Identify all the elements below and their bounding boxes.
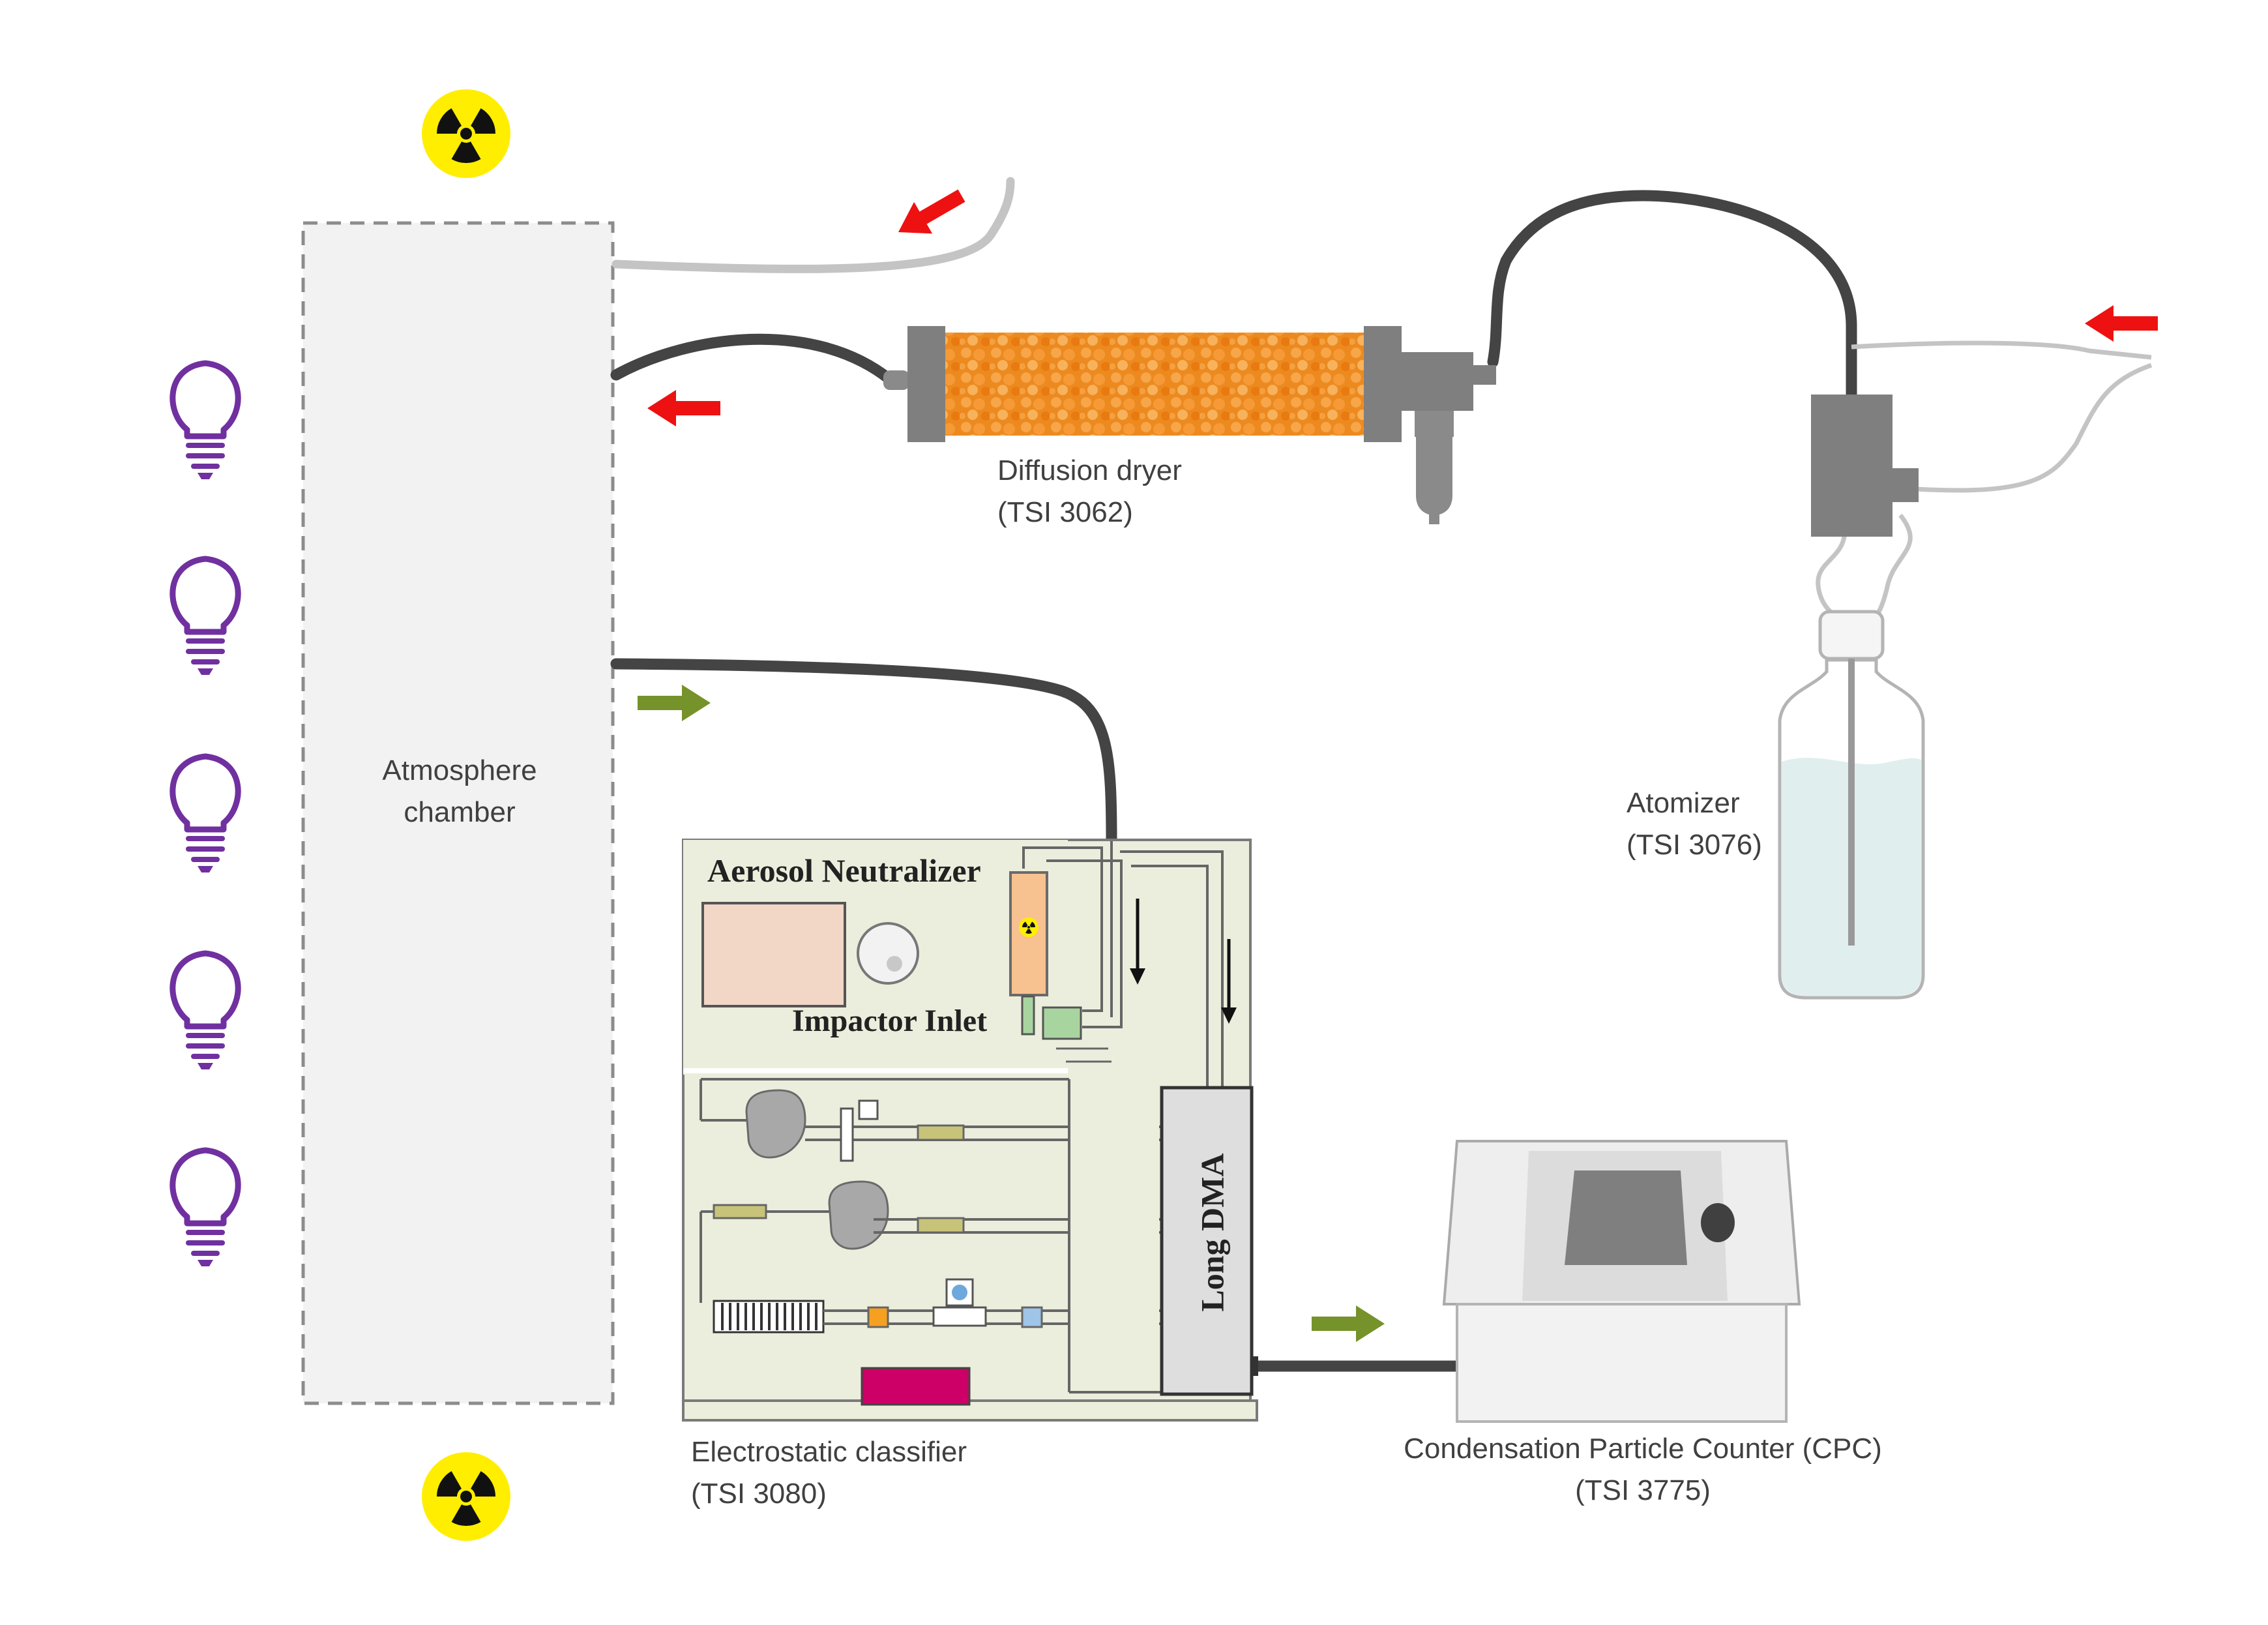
dma-label-box: Long DMA [1167, 1089, 1258, 1376]
light-bulb-icon [173, 953, 238, 1069]
atomizer [1780, 395, 1923, 998]
flow-arrow-icon [2085, 305, 2158, 342]
dryer-label: Diffusion dryer (TSI 3062) [997, 450, 1182, 533]
dryer-model: (TSI 3062) [997, 492, 1182, 533]
dma-label: Long DMA [1194, 1153, 1231, 1311]
bottle-feed-tube-left [1818, 529, 1845, 623]
cpc-name: Condensation Particle Counter (CPC) [1382, 1428, 1904, 1470]
radiation-icon [422, 1452, 510, 1541]
air-supply-tube-lower [1917, 365, 2151, 490]
light-bulb-icon [173, 559, 238, 675]
flow-arrow-icon [1312, 1305, 1385, 1342]
cpc-model: (TSI 3775) [1382, 1470, 1904, 1512]
atomizer-name: Atomizer [1627, 783, 1762, 824]
neutralizer-label: Aerosol Neutralizer [707, 852, 981, 889]
cpc-screen [1565, 1170, 1687, 1265]
chamber-label: Atmosphere chamber [306, 750, 613, 833]
diffusion-dryer [883, 326, 1496, 524]
dryer-name: Diffusion dryer [997, 450, 1182, 492]
flow-arrow-icon [638, 685, 711, 721]
condensation-particle-counter [1444, 1141, 1799, 1422]
chamber-label-line1: Atmosphere [306, 750, 613, 792]
light-bulb-icon [173, 363, 238, 479]
flow-arrow-icon [889, 180, 971, 248]
cpc-knob [1701, 1203, 1735, 1242]
radiation-icon [422, 89, 510, 178]
light-bulb-icon [173, 1150, 238, 1266]
classifier-model: (TSI 3080) [691, 1473, 967, 1515]
light-bulb-icon [173, 756, 238, 872]
impactor-inlet [1043, 1007, 1081, 1039]
chamber-label-line2: chamber [306, 792, 613, 833]
display-strip [862, 1368, 969, 1405]
dryer-to-chamber-tube [616, 339, 890, 380]
atomizer-to-dryer-tube [1493, 196, 1851, 398]
atomizer-model: (TSI 3076) [1627, 824, 1762, 866]
classifier-name: Electrostatic classifier [691, 1431, 967, 1473]
classifier-label: Electrostatic classifier (TSI 3080) [691, 1431, 967, 1515]
flow-arrow-icon [647, 390, 720, 426]
air-supply-tube-upper [1851, 343, 2151, 357]
neutralizer-dial [858, 923, 918, 983]
cpc-label: Condensation Particle Counter (CPC) (TSI… [1382, 1428, 1904, 1512]
impactor-label: Impactor Inlet [792, 1003, 987, 1039]
atomizer-label: Atomizer (TSI 3076) [1627, 783, 1762, 866]
neutralizer-window [703, 903, 845, 1006]
